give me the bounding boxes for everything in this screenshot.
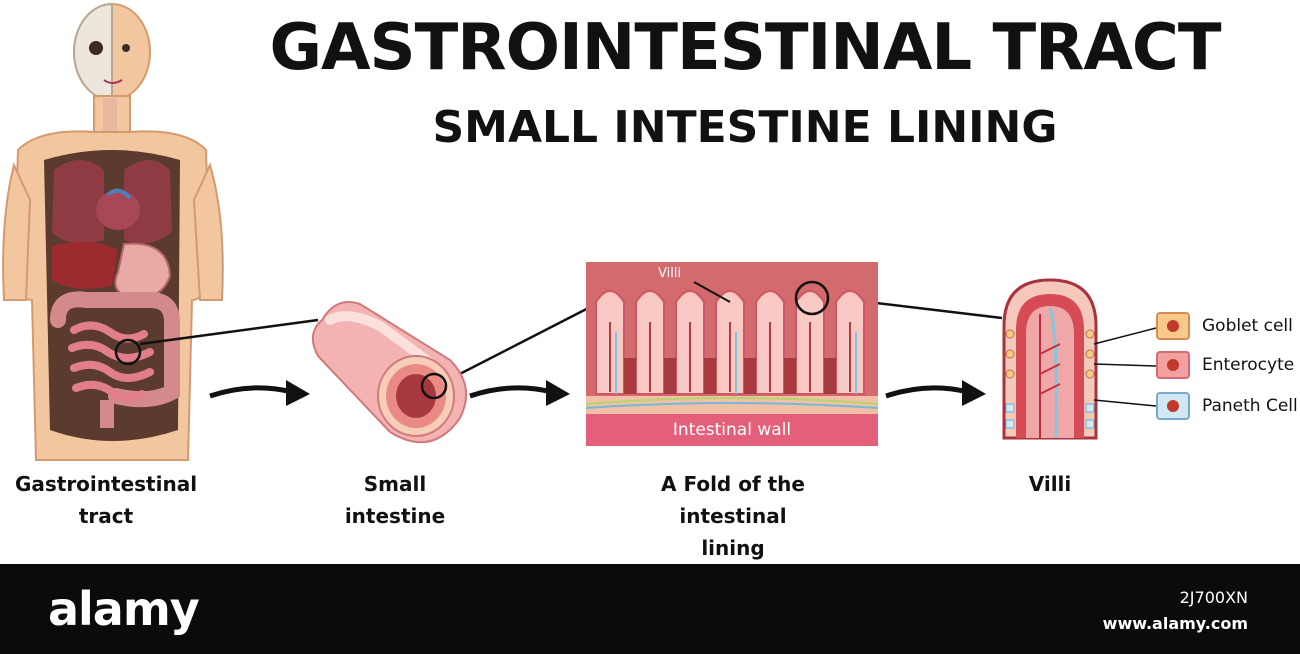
villi-label: Villi: [658, 266, 682, 281]
page-title: GASTROINTESTINAL TRACT: [269, 11, 1221, 85]
villus-illustration: [1002, 278, 1098, 440]
arrow-icon: [209, 380, 310, 406]
legend-label: Enterocyte: [1202, 355, 1295, 375]
stage-label-fold: A Fold of the intestinal lining: [661, 472, 805, 560]
human-body-illustration: [2, 2, 224, 461]
paneth-cell-icon: [1156, 392, 1190, 420]
site-url: www.alamy.com: [1102, 614, 1248, 633]
stage-label-villi: Villi: [1028, 472, 1072, 496]
stage-label-gastrointestinal-tract: Gastrointestinal tract: [14, 472, 198, 528]
arrow-icon: [469, 380, 570, 406]
brand-logo: alamy: [48, 582, 200, 636]
legend-label: Goblet cell: [1202, 316, 1293, 336]
intestinal-fold-illustration: [586, 262, 878, 446]
stage-label-small-intestine: Small intestine: [344, 472, 446, 528]
legend-label: Paneth Cell: [1202, 396, 1298, 416]
intestinal-wall-label: Intestinal wall: [672, 420, 792, 440]
page-subtitle: SMALL INTESTINE LINING: [432, 102, 1058, 153]
legend-pointer-lines: [1093, 327, 1157, 407]
enterocyte-icon: [1156, 351, 1190, 379]
footer-bar: alamy 2J700XN www.alamy.com: [0, 564, 1300, 654]
small-intestine-illustration: [311, 301, 467, 444]
image-id: 2J700XN: [1179, 588, 1248, 607]
arrow-icon: [885, 380, 986, 406]
goblet-cell-icon: [1156, 312, 1190, 340]
